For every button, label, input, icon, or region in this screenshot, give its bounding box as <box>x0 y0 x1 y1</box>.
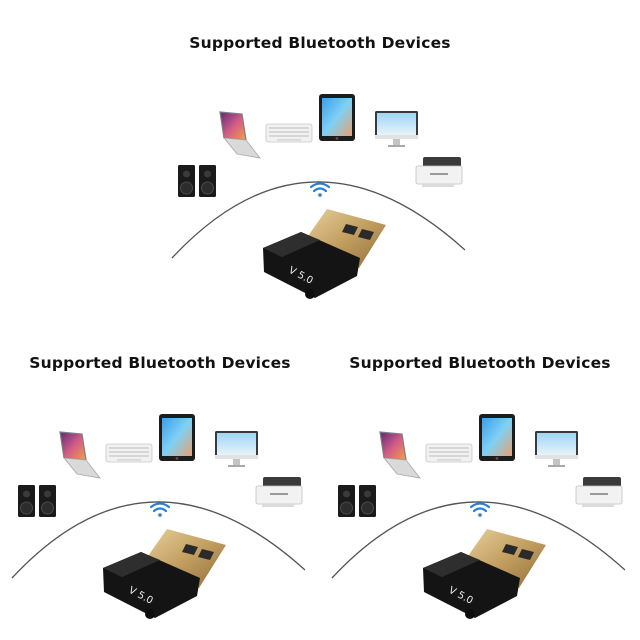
monitor-icon <box>215 431 258 467</box>
keyboard-icon <box>105 443 153 463</box>
usb-adapter: V 5.0 <box>103 529 226 619</box>
connection-arc <box>171 181 466 259</box>
panel-title: Supported Bluetooth Devices <box>189 34 451 52</box>
device-scene: V 5.0 <box>331 414 626 619</box>
tablet-icon <box>319 94 355 141</box>
bluetooth-signal-icon <box>469 502 491 517</box>
laptop-icon <box>59 431 101 479</box>
connection-arc <box>331 501 626 579</box>
panel-title: Supported Bluetooth Devices <box>29 354 291 372</box>
speakers-icon <box>18 485 56 517</box>
monitor-icon <box>375 111 418 147</box>
laptop-icon <box>219 111 261 159</box>
speakers-icon <box>338 485 376 517</box>
panel-bottom-right: Supported Bluetooth Devices <box>320 320 640 640</box>
printer-icon <box>575 477 623 507</box>
usb-adapter: V 5.0 <box>263 209 386 299</box>
monitor-icon <box>535 431 578 467</box>
device-scene: V 5.0 <box>171 94 466 299</box>
printer-icon <box>255 477 303 507</box>
panel-title: Supported Bluetooth Devices <box>349 354 611 372</box>
tablet-icon <box>479 414 515 461</box>
bluetooth-signal-icon <box>149 502 171 517</box>
bluetooth-signal-icon <box>309 182 331 197</box>
connection-arc <box>11 501 306 579</box>
usb-adapter: V 5.0 <box>423 529 546 619</box>
tablet-icon <box>159 414 195 461</box>
printer-icon <box>415 157 463 187</box>
speakers-icon <box>178 165 216 197</box>
keyboard-icon <box>265 123 313 143</box>
panel-top: Supported Bluetooth Devices <box>160 0 480 320</box>
panel-bottom-left: Supported Bluetooth Devices <box>0 320 320 640</box>
laptop-icon <box>379 431 421 479</box>
device-scene: V 5.0 <box>11 414 306 619</box>
keyboard-icon <box>425 443 473 463</box>
